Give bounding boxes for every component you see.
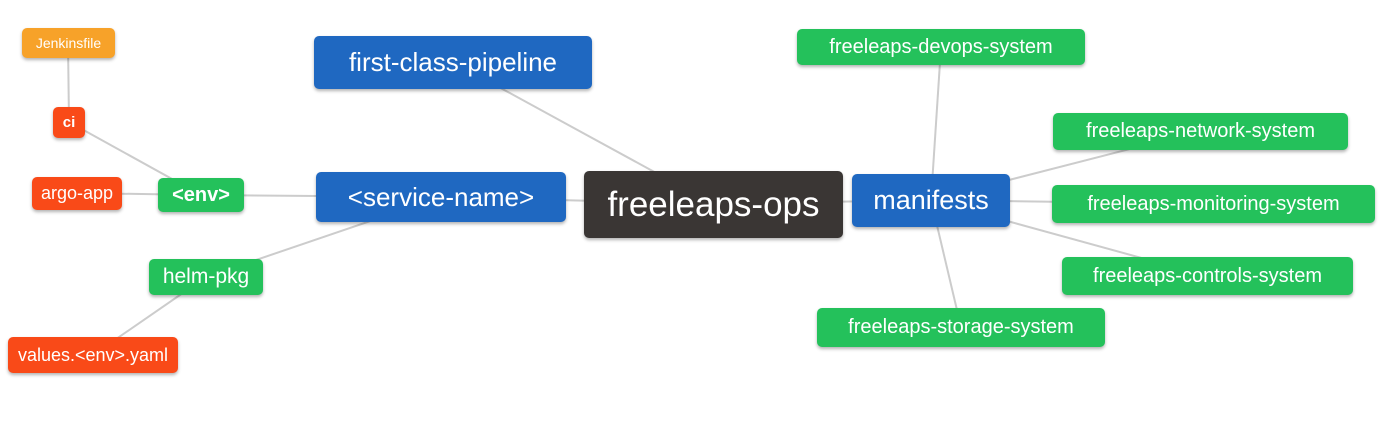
node-freeleaps-controls-system[interactable]: freeleaps-controls-system <box>1062 257 1353 295</box>
node-freeleaps-storage-system[interactable]: freeleaps-storage-system <box>817 308 1105 347</box>
node-freeleaps-ops-root[interactable]: freeleaps-ops <box>584 171 843 238</box>
node-env[interactable]: <env> <box>158 178 244 212</box>
node-freeleaps-monitoring-system[interactable]: freeleaps-monitoring-system <box>1052 185 1375 223</box>
node-values-env-yaml[interactable]: values.<env>.yaml <box>8 337 178 373</box>
node-jenkinsfile[interactable]: Jenkinsfile <box>22 28 115 58</box>
node-first-class-pipeline[interactable]: first-class-pipeline <box>314 36 592 89</box>
node-service-name[interactable]: <service-name> <box>316 172 566 222</box>
node-helm-pkg[interactable]: helm-pkg <box>149 259 263 295</box>
node-argo-app[interactable]: argo-app <box>32 177 122 210</box>
node-manifests[interactable]: manifests <box>852 174 1010 227</box>
node-freeleaps-devops-system[interactable]: freeleaps-devops-system <box>797 29 1085 65</box>
node-freeleaps-network-system[interactable]: freeleaps-network-system <box>1053 113 1348 150</box>
node-ci[interactable]: ci <box>53 107 85 138</box>
